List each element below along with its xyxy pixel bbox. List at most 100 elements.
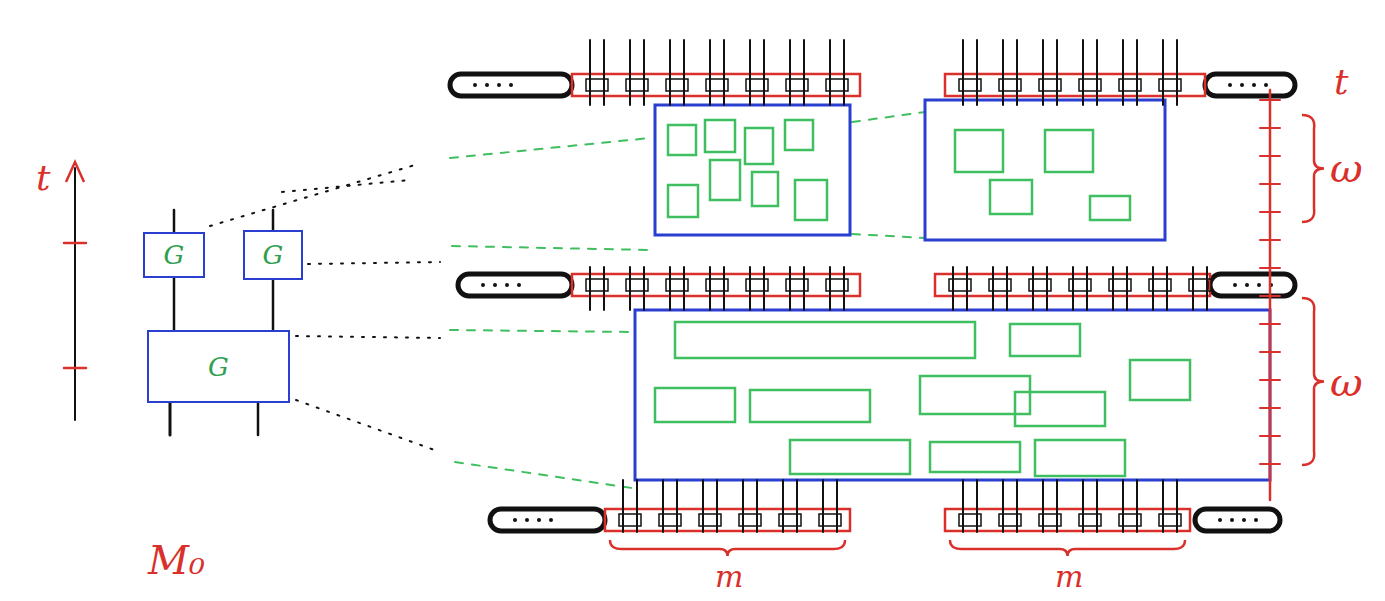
qudit-wire [843,267,845,310]
site-dot [493,283,497,287]
qudit-wire [716,480,718,532]
qudit-wire [1006,267,1008,310]
gate-box [795,180,827,220]
gate-box [955,130,1003,172]
qudit-wire [1002,40,1004,105]
qudit-wire [1162,40,1164,105]
wire [169,403,172,435]
site-dot [1228,83,1232,87]
site-dot [537,518,541,522]
zoom-guide [282,180,410,192]
gate-box: G [147,330,290,403]
qudit-wire [683,267,685,310]
circuit-block [635,310,1270,480]
time-tick [1260,267,1280,269]
gate-box [920,376,1030,414]
qudit-wire [976,480,978,532]
qudit-wire [1096,480,1098,532]
site-tensor [1119,514,1141,526]
brace [1302,298,1324,465]
site-dot [1257,283,1261,287]
qudit-wire [1136,480,1138,532]
qudit-wire [603,40,605,105]
time-tick [1260,379,1280,381]
gate-box [930,442,1020,472]
time-tick [1260,463,1280,465]
boundary-sites [1195,509,1280,531]
site-dot [513,518,517,522]
site-tensor [1149,279,1171,291]
qudit-wire [1086,267,1088,310]
site-tensor [959,514,981,526]
wire [272,210,275,230]
zoom-guide [450,330,632,332]
site-tensor [1109,279,1131,291]
site-dot [481,283,485,287]
qudit-wire [992,267,994,310]
qudit-wire [589,267,591,310]
boundary-sites [450,74,572,96]
gate-box [1035,440,1125,476]
qudit-wire [709,267,711,310]
site-tensor [1069,279,1091,291]
qudit-wire [643,40,645,105]
site-tensor [666,79,688,91]
boundary-sites [490,509,605,531]
site-dot [473,83,477,87]
site-register [945,509,1190,531]
depth-label: ω [1330,362,1363,402]
gate-box [710,160,740,200]
zoom-guide [852,234,925,238]
site-tensor [999,514,1021,526]
qudit-wire [843,40,845,105]
qudit-wire [629,40,631,105]
qudit-wire [1032,267,1034,310]
site-tensor [1039,514,1061,526]
site-dot [525,518,529,522]
gate-box [1130,360,1190,400]
qudit-wire [789,40,791,105]
qudit-wire [1082,480,1084,532]
qudit-wire [1122,40,1124,105]
axis-tick [64,367,86,370]
site-tensor [626,79,648,91]
site-tensor [746,279,768,291]
site-tensor [1079,79,1101,91]
site-tensor [949,279,971,291]
time-tick [1260,155,1280,157]
time-tick [1260,99,1280,101]
site-tensor [739,514,761,526]
zoom-guide [210,165,415,226]
gate-box [785,120,813,150]
site-tensor [999,79,1021,91]
qudit-wire [709,40,711,105]
qudit-wire [1056,40,1058,105]
gate-box [745,128,773,164]
gate-box [1045,130,1093,172]
qudit-wire [1042,40,1044,105]
qudit-wire [636,480,638,532]
zoom-guide [296,400,440,452]
time-tick [1260,351,1280,353]
qudit-wire [1046,267,1048,310]
site-register [605,509,850,531]
site-tensor [1079,514,1101,526]
gate-box [790,440,910,474]
qudit-wire [749,267,751,310]
site-dot [485,83,489,87]
gate-box: G [243,230,303,280]
site-tensor [666,279,688,291]
circuit-block [925,100,1165,240]
qudit-wire [829,40,831,105]
site-tensor [786,279,808,291]
qudit-wire [803,40,805,105]
qudit-wire [763,40,765,105]
qudit-wire [662,480,664,532]
qudit-wire [1072,267,1074,310]
qudit-wire [683,40,685,105]
site-dot [1254,518,1258,522]
gate-box [1010,324,1080,356]
site-tensor [1119,79,1141,91]
